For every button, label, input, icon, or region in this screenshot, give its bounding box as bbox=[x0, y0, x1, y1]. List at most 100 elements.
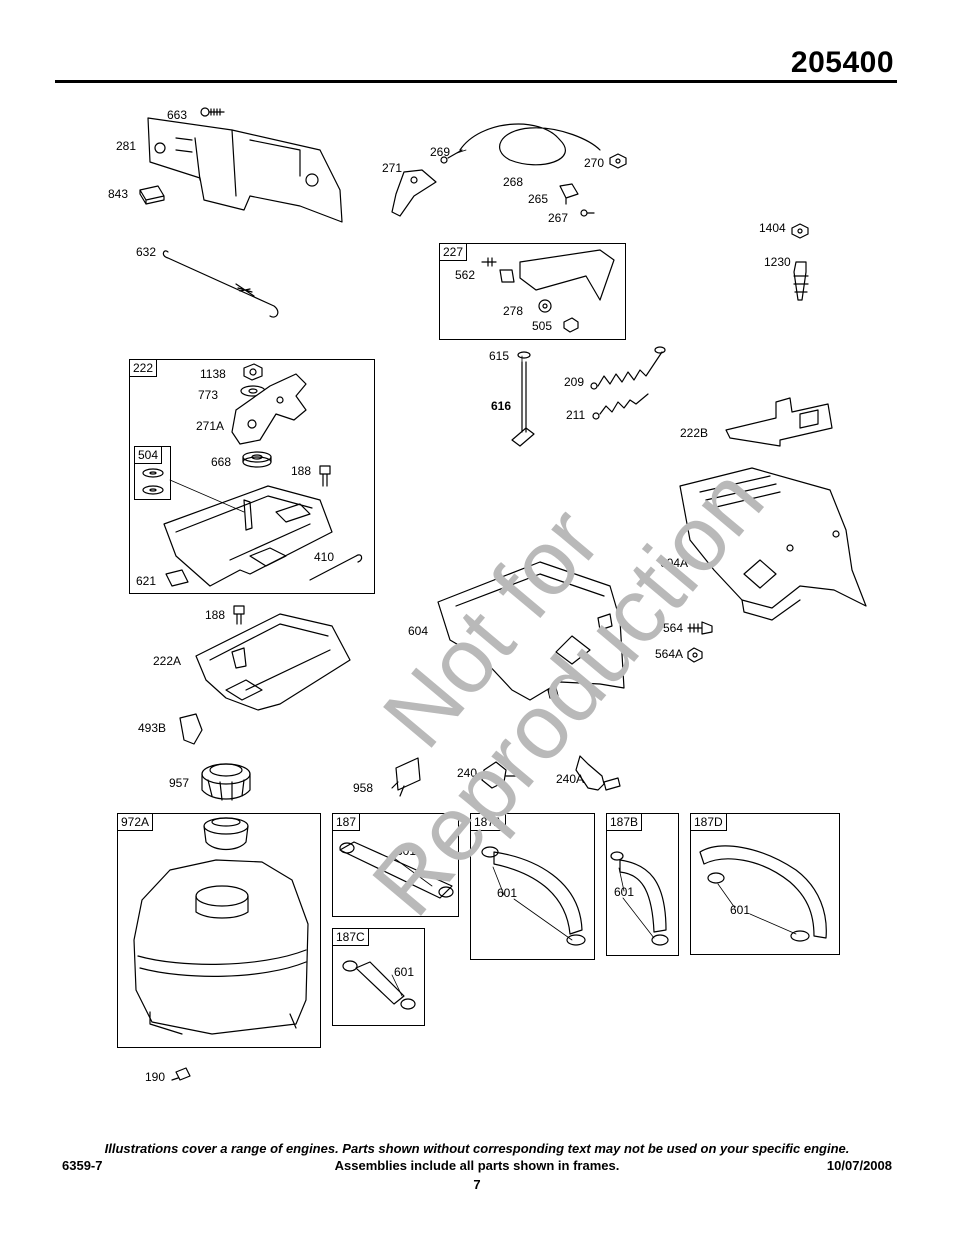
callout-562: 562 bbox=[455, 268, 476, 282]
callout-843: 843 bbox=[108, 187, 129, 201]
part-240a-filter bbox=[575, 755, 621, 791]
part-843-block bbox=[139, 185, 165, 205]
callout-958: 958 bbox=[353, 781, 374, 795]
callout-1138: 1138 bbox=[200, 367, 226, 381]
part-271-lever bbox=[391, 169, 437, 217]
frame-label: 187 bbox=[333, 814, 361, 831]
part-1230-fitting bbox=[793, 261, 809, 301]
part-504-washers bbox=[142, 468, 164, 495]
callout-621: 621 bbox=[136, 574, 157, 588]
callout-265: 265 bbox=[528, 192, 549, 206]
part-209-spring bbox=[590, 346, 666, 390]
part-187b-hose bbox=[610, 851, 669, 946]
callout-410: 410 bbox=[314, 550, 335, 564]
frame-227: 227 bbox=[439, 243, 626, 340]
callout-601-187d: 601 bbox=[730, 903, 751, 917]
frame-187d: 187D bbox=[690, 813, 840, 955]
part-957-cap bbox=[201, 763, 251, 801]
callout-271a: 271A bbox=[196, 419, 225, 433]
callout-209: 209 bbox=[564, 375, 585, 389]
frame-187c: 187C bbox=[332, 928, 425, 1026]
callout-564: 564 bbox=[663, 621, 684, 635]
part-222b-bracket bbox=[725, 397, 833, 447]
part-190-screw bbox=[171, 1067, 191, 1081]
callout-271: 271 bbox=[382, 161, 403, 175]
callout-281: 281 bbox=[116, 139, 137, 153]
callout-240: 240 bbox=[457, 766, 478, 780]
frame-label: 187B bbox=[607, 814, 643, 831]
header-rule bbox=[55, 80, 897, 83]
frames-note: Assemblies include all parts shown in fr… bbox=[334, 1158, 620, 1173]
model-number: 205400 bbox=[790, 46, 894, 79]
part-271a-lever bbox=[231, 373, 307, 445]
callout-1404: 1404 bbox=[759, 221, 786, 235]
callout-604a: 604A bbox=[660, 556, 689, 570]
callout-190: 190 bbox=[145, 1070, 166, 1084]
part-270-nut bbox=[609, 153, 627, 169]
document-date: 10/07/2008 bbox=[826, 1158, 892, 1173]
part-227-control bbox=[481, 249, 615, 333]
frame-label: 504 bbox=[135, 447, 163, 464]
part-1138-nut bbox=[243, 363, 263, 381]
callout-278: 278 bbox=[503, 304, 524, 318]
document-number: 6359-7 bbox=[62, 1158, 103, 1173]
part-211-spring bbox=[592, 393, 649, 420]
callout-222b: 222B bbox=[680, 426, 709, 440]
part-222-plate bbox=[163, 485, 333, 587]
callout-601-187b: 601 bbox=[614, 885, 635, 899]
part-958-valve bbox=[391, 757, 421, 797]
page-number: 7 bbox=[473, 1177, 481, 1192]
part-1404-nut bbox=[791, 223, 809, 239]
callout-240a: 240A bbox=[556, 772, 585, 786]
frame-187: 187 bbox=[332, 813, 459, 917]
part-281-bracket bbox=[147, 117, 343, 223]
part-187c-hose bbox=[342, 960, 416, 1010]
part-187-hose bbox=[339, 841, 454, 899]
callout-269: 269 bbox=[430, 145, 451, 159]
callout-668: 668 bbox=[211, 455, 232, 469]
callout-564a: 564A bbox=[655, 647, 684, 661]
frame-972a: 972A bbox=[117, 813, 321, 1048]
frame-label: 187D bbox=[691, 814, 727, 831]
frame-label: 227 bbox=[440, 244, 468, 261]
callout-493b: 493B bbox=[138, 721, 167, 735]
callout-211: 211 bbox=[566, 408, 586, 422]
part-240-filter bbox=[473, 761, 517, 789]
callout-601-187: 601 bbox=[396, 844, 417, 858]
frame-187b: 187B bbox=[606, 813, 679, 956]
callout-616: 616 bbox=[491, 399, 512, 413]
callout-601-187a: 601 bbox=[497, 886, 518, 900]
leader-lines bbox=[169, 149, 797, 997]
part-564a-nut bbox=[687, 647, 703, 663]
callout-188-top: 188 bbox=[291, 464, 312, 478]
part-972a-tank bbox=[133, 817, 309, 1035]
part-268-cable bbox=[440, 123, 601, 166]
frame-222: 222 bbox=[129, 359, 375, 594]
frame-504: 504 bbox=[134, 446, 171, 500]
callout-601-187c: 601 bbox=[394, 965, 415, 979]
part-668-washer bbox=[242, 451, 272, 468]
callout-957: 957 bbox=[169, 776, 190, 790]
callout-615: 615 bbox=[489, 349, 510, 363]
part-493b-clip bbox=[179, 713, 203, 745]
callout-773: 773 bbox=[198, 388, 219, 402]
part-267-screw bbox=[580, 209, 595, 217]
part-188-screw-mid bbox=[233, 605, 245, 625]
callout-268: 268 bbox=[503, 175, 524, 189]
callout-604: 604 bbox=[408, 624, 429, 638]
part-564-screw bbox=[687, 621, 713, 635]
callout-505: 505 bbox=[532, 319, 553, 333]
callout-632: 632 bbox=[136, 245, 157, 259]
footer-note: Illustrations cover a range of engines. … bbox=[104, 1141, 850, 1156]
part-604-housing bbox=[437, 561, 625, 701]
callout-1230: 1230 bbox=[764, 255, 791, 269]
frame-label: 187C bbox=[333, 929, 369, 946]
part-265-clip bbox=[559, 183, 579, 205]
callout-222a: 222A bbox=[153, 654, 182, 668]
part-410-link bbox=[309, 554, 363, 581]
part-188-screw-top bbox=[319, 465, 331, 487]
frame-label: 972A bbox=[118, 814, 154, 831]
frame-label: 187A bbox=[471, 814, 507, 831]
part-604a-shroud bbox=[679, 467, 867, 621]
